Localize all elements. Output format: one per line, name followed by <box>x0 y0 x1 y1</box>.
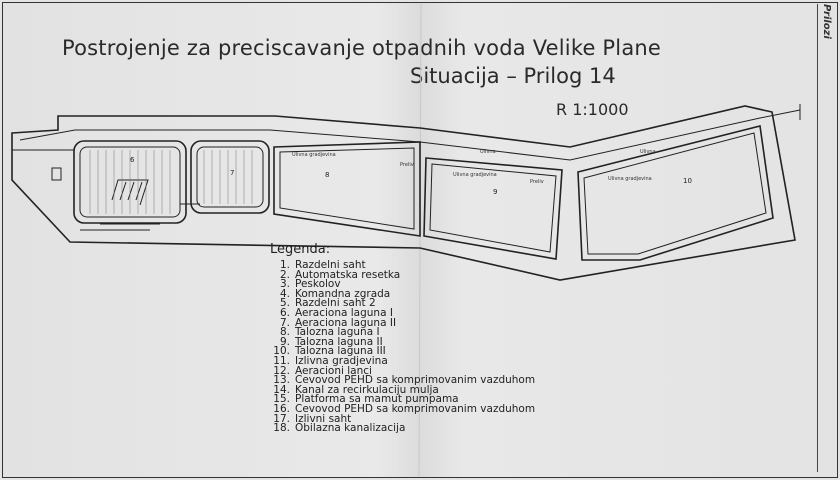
legend-item: 11. Izlivna gradjevina <box>270 354 535 367</box>
legend-item-text: Automatska resetka <box>295 268 401 281</box>
legend-item: 15. Platforma sa mamut pumpama <box>270 393 535 406</box>
lagoon-9 <box>423 157 563 260</box>
legend-item-number: 8. <box>279 326 290 339</box>
legend-item-number: 5. <box>279 297 290 310</box>
inlet-label: Ulivna gradjevina <box>608 176 652 182</box>
lagoon-7-inner-wall <box>196 146 264 208</box>
lagoon-8-inner-wall <box>279 147 415 230</box>
legend-item: 7. Aeraciona laguna II <box>270 316 535 329</box>
legend-item: 13. Cevovod PEHD sa komprimovanim vazduho… <box>270 374 536 387</box>
legend-item: 17. Izlivni saht <box>270 412 535 425</box>
legend-item-text: Kanal za recirkulaciju mulja <box>295 383 439 396</box>
legend-item: 10. Talozna laguna III <box>270 345 535 358</box>
aeration-chains <box>89 150 253 214</box>
legend-item-number: 15. <box>273 393 290 406</box>
lagoon-6 <box>73 140 187 224</box>
inlet-label: Ulivna gradjevina <box>292 152 336 158</box>
legend-item: 2. Automatska resetka <box>270 268 535 281</box>
legend-item-text: Razdelni saht <box>295 259 366 271</box>
legend-item-number: 6. <box>279 306 290 319</box>
legend-item: 4. Komandna zgrada <box>270 287 535 300</box>
legend-item-text: Cevovod PEHD sa komprimovanim vazduhom <box>295 374 536 387</box>
legend-item-text: Talozna laguna III <box>295 345 386 358</box>
lagoon-6-inner-wall <box>79 146 181 218</box>
legend-item-number: 4. <box>279 287 290 300</box>
legend-item: 5. Razdelni saht 2 <box>270 297 535 310</box>
legend-item-text: Talozna laguna II <box>295 335 383 348</box>
legend-item-number: 13. <box>273 374 290 387</box>
legend-item-number: 14. <box>273 383 290 396</box>
lagoon-10 <box>577 125 774 261</box>
legend-item: 9. Talozna laguna II <box>270 335 535 348</box>
legend-item-number: 10. <box>273 345 290 358</box>
legend: Legenda: 1. Razdelni saht 2. Automatska res… <box>270 242 535 434</box>
recirculation-channel <box>80 179 160 231</box>
frame-line <box>817 4 818 472</box>
ulivna-label: Ulivna <box>480 149 496 155</box>
legend-item-number: 17. <box>273 412 290 425</box>
lagoon-7-number: 7 <box>230 169 234 177</box>
lagoon-9-inner-wall <box>429 163 557 253</box>
legend-item-number: 11. <box>273 354 290 367</box>
legend-item: 8. Talozna laguna I <box>270 326 535 339</box>
drawing-title: Postrojenje za preciscavanje otpadnih vo… <box>62 36 662 60</box>
legend-item: 6. Aeraciona laguna I <box>270 306 535 319</box>
side-label: Prilozi <box>821 4 832 39</box>
legend-item-number: 1. <box>279 259 290 271</box>
legend-item-number: 16. <box>273 402 290 415</box>
legend-item-text: Aeracioni lanci <box>295 364 372 377</box>
legend-item-text: Aeraciona laguna I <box>295 306 393 319</box>
legend-item: 18. Obilazna kanalizacija <box>270 422 535 435</box>
legend-item-text: Cevovod PEHD sa komprimovanim vazduhom <box>295 402 536 415</box>
ulivna-label: Ulivna <box>640 149 656 155</box>
legend-item: 12. Aeracioni lanci <box>270 364 535 377</box>
lagoon-9-number: 9 <box>493 188 497 196</box>
lagoon-7 <box>190 140 270 214</box>
legend-item-text: Platforma sa mamut pumpama <box>295 393 459 406</box>
legend-item-text: Izlivna gradjevina <box>295 354 388 367</box>
legend-item-text: Aeraciona laguna II <box>295 316 397 329</box>
legend-item-number: 2. <box>279 268 290 281</box>
legend-item: 16. Cevovod PEHD sa komprimovanim vazduho… <box>270 402 536 415</box>
lagoon-10-number: 10 <box>683 177 692 185</box>
legend-item-text: Peskolov <box>295 278 341 291</box>
legend-item-number: 7. <box>279 316 290 329</box>
legend-item-number: 12. <box>273 364 290 377</box>
legend-heading: Legenda: <box>270 242 331 257</box>
drawing-scale: R 1:1000 <box>556 100 629 119</box>
preliv-label: Preliv <box>400 162 414 168</box>
legend-item-text: Komandna zgrada <box>295 287 391 300</box>
legend-item-number: 9. <box>279 335 290 348</box>
command-building <box>51 167 62 181</box>
legend-item-text: Talozna laguna I <box>295 326 380 339</box>
site-boundary <box>11 105 796 281</box>
legend-item: 14. Kanal za recirkulaciju mulja <box>270 383 535 396</box>
lagoon-8 <box>273 141 421 237</box>
lagoon-10-inner-wall <box>583 132 767 255</box>
main-pipe <box>19 109 801 161</box>
legend-item-text: Razdelni saht 2 <box>295 297 376 310</box>
inlet-label: Ulivna gradjevina <box>453 172 497 178</box>
lagoon-8-number: 8 <box>325 171 329 179</box>
legend-item-number: 18. <box>273 422 290 435</box>
legend-item-number: 3. <box>279 278 290 291</box>
lagoon-6-number: 6 <box>130 156 135 164</box>
drawing-subtitle: Situacija – Prilog 14 <box>410 64 616 88</box>
legend-item-text: Obilazna kanalizacija <box>295 422 406 435</box>
fold-line <box>418 3 422 477</box>
legend-item: 1. Razdelni saht <box>270 259 535 271</box>
legend-list: 1. Razdelni saht 2. Automatska resetka 3. Pes… <box>270 259 536 435</box>
legend-item-text: Izlivni saht <box>295 412 352 425</box>
preliv-label: Preliv <box>530 179 544 185</box>
legend-item: 3. Peskolov <box>270 278 535 291</box>
